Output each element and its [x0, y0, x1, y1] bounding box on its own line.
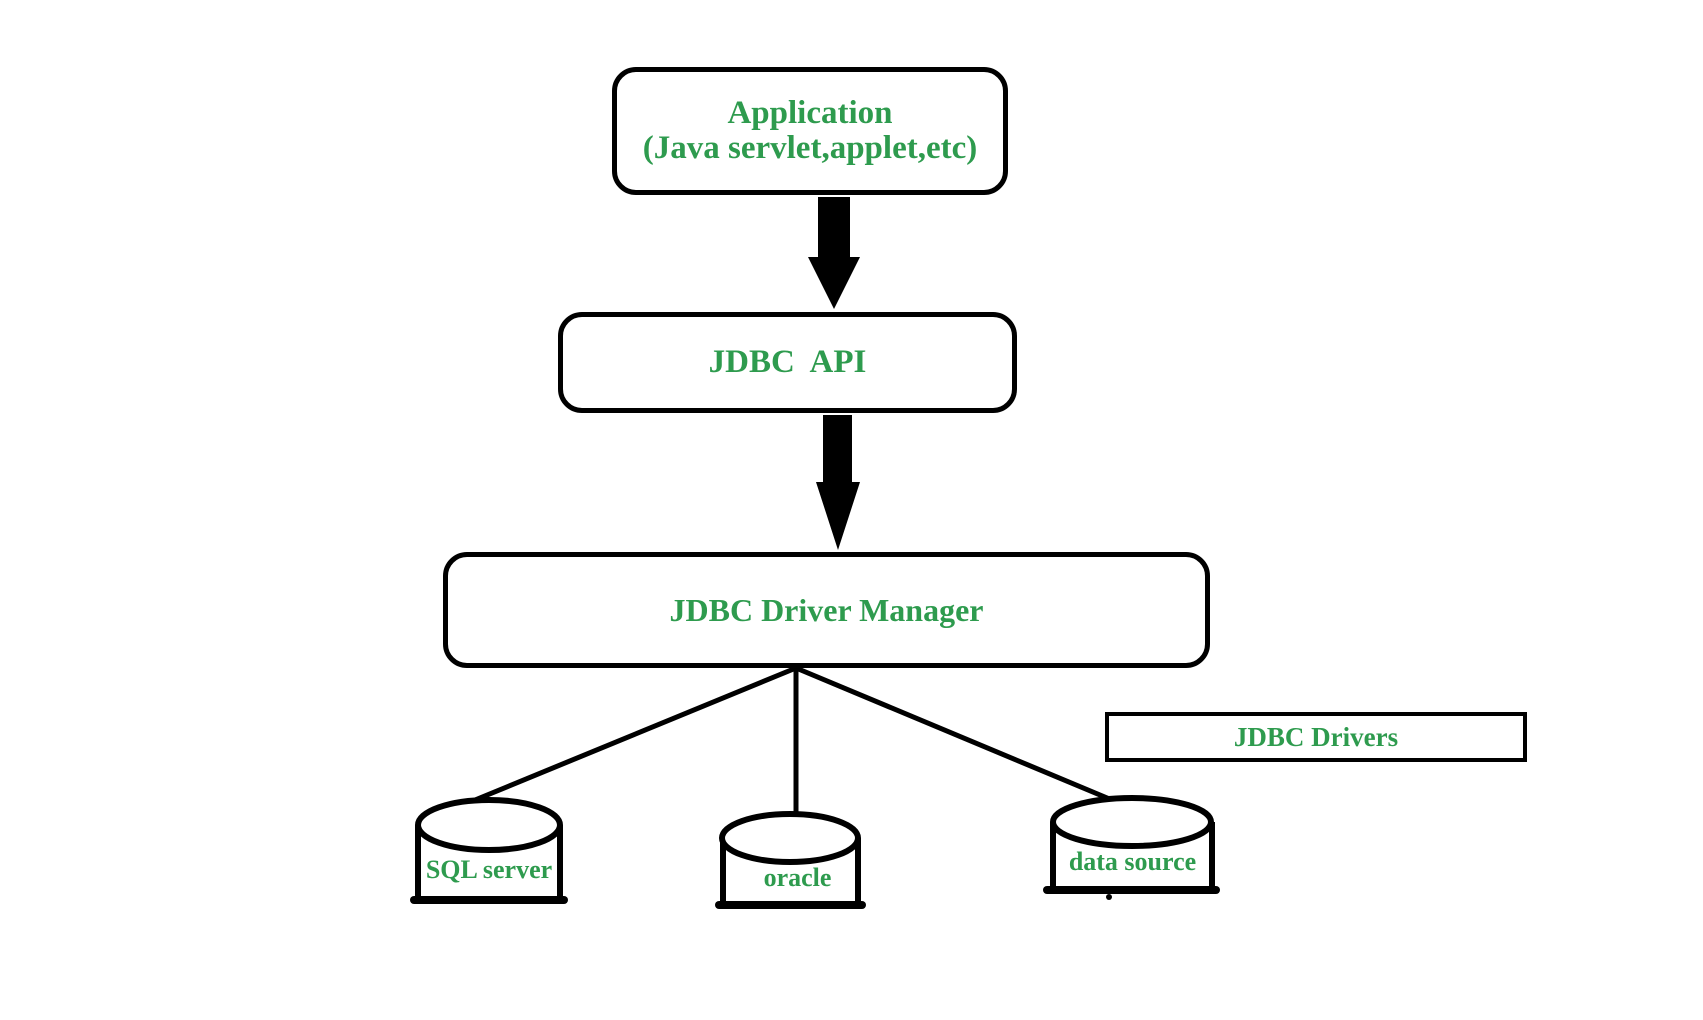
flow-arrow-api-to-dm-icon — [816, 415, 860, 550]
cylinder-data-source — [1043, 795, 1220, 900]
node-jdbc-api: JDBC API — [558, 312, 1017, 413]
node-application-label-line1: Application — [727, 95, 893, 131]
connector-dm-to-sqlserver — [474, 665, 797, 803]
node-jdbc-driver-manager-label: JDBC Driver Manager — [669, 591, 984, 628]
node-data-source-label: data source — [1068, 847, 1197, 876]
flow-arrow-app-to-api-icon — [808, 197, 860, 309]
node-jdbc-api-label: JDBC API — [708, 344, 867, 380]
node-oracle-label: oracle — [763, 863, 832, 892]
cylinder-sql-server — [410, 797, 568, 904]
cylinder-oracle — [715, 811, 866, 909]
node-jdbc-drivers: JDBC Drivers — [1105, 712, 1527, 762]
node-jdbc-driver-manager: JDBC Driver Manager — [443, 552, 1210, 668]
ink-dot — [1106, 894, 1112, 900]
node-jdbc-drivers-label: JDBC Drivers — [1233, 721, 1399, 752]
node-sql-server-label: SQL server — [425, 855, 553, 884]
node-application: Application (Java servlet,applet,etc) — [612, 67, 1008, 195]
connector-dm-to-datasource — [795, 665, 1113, 803]
node-application-label-line2: (Java servlet,applet,etc) — [642, 130, 978, 166]
